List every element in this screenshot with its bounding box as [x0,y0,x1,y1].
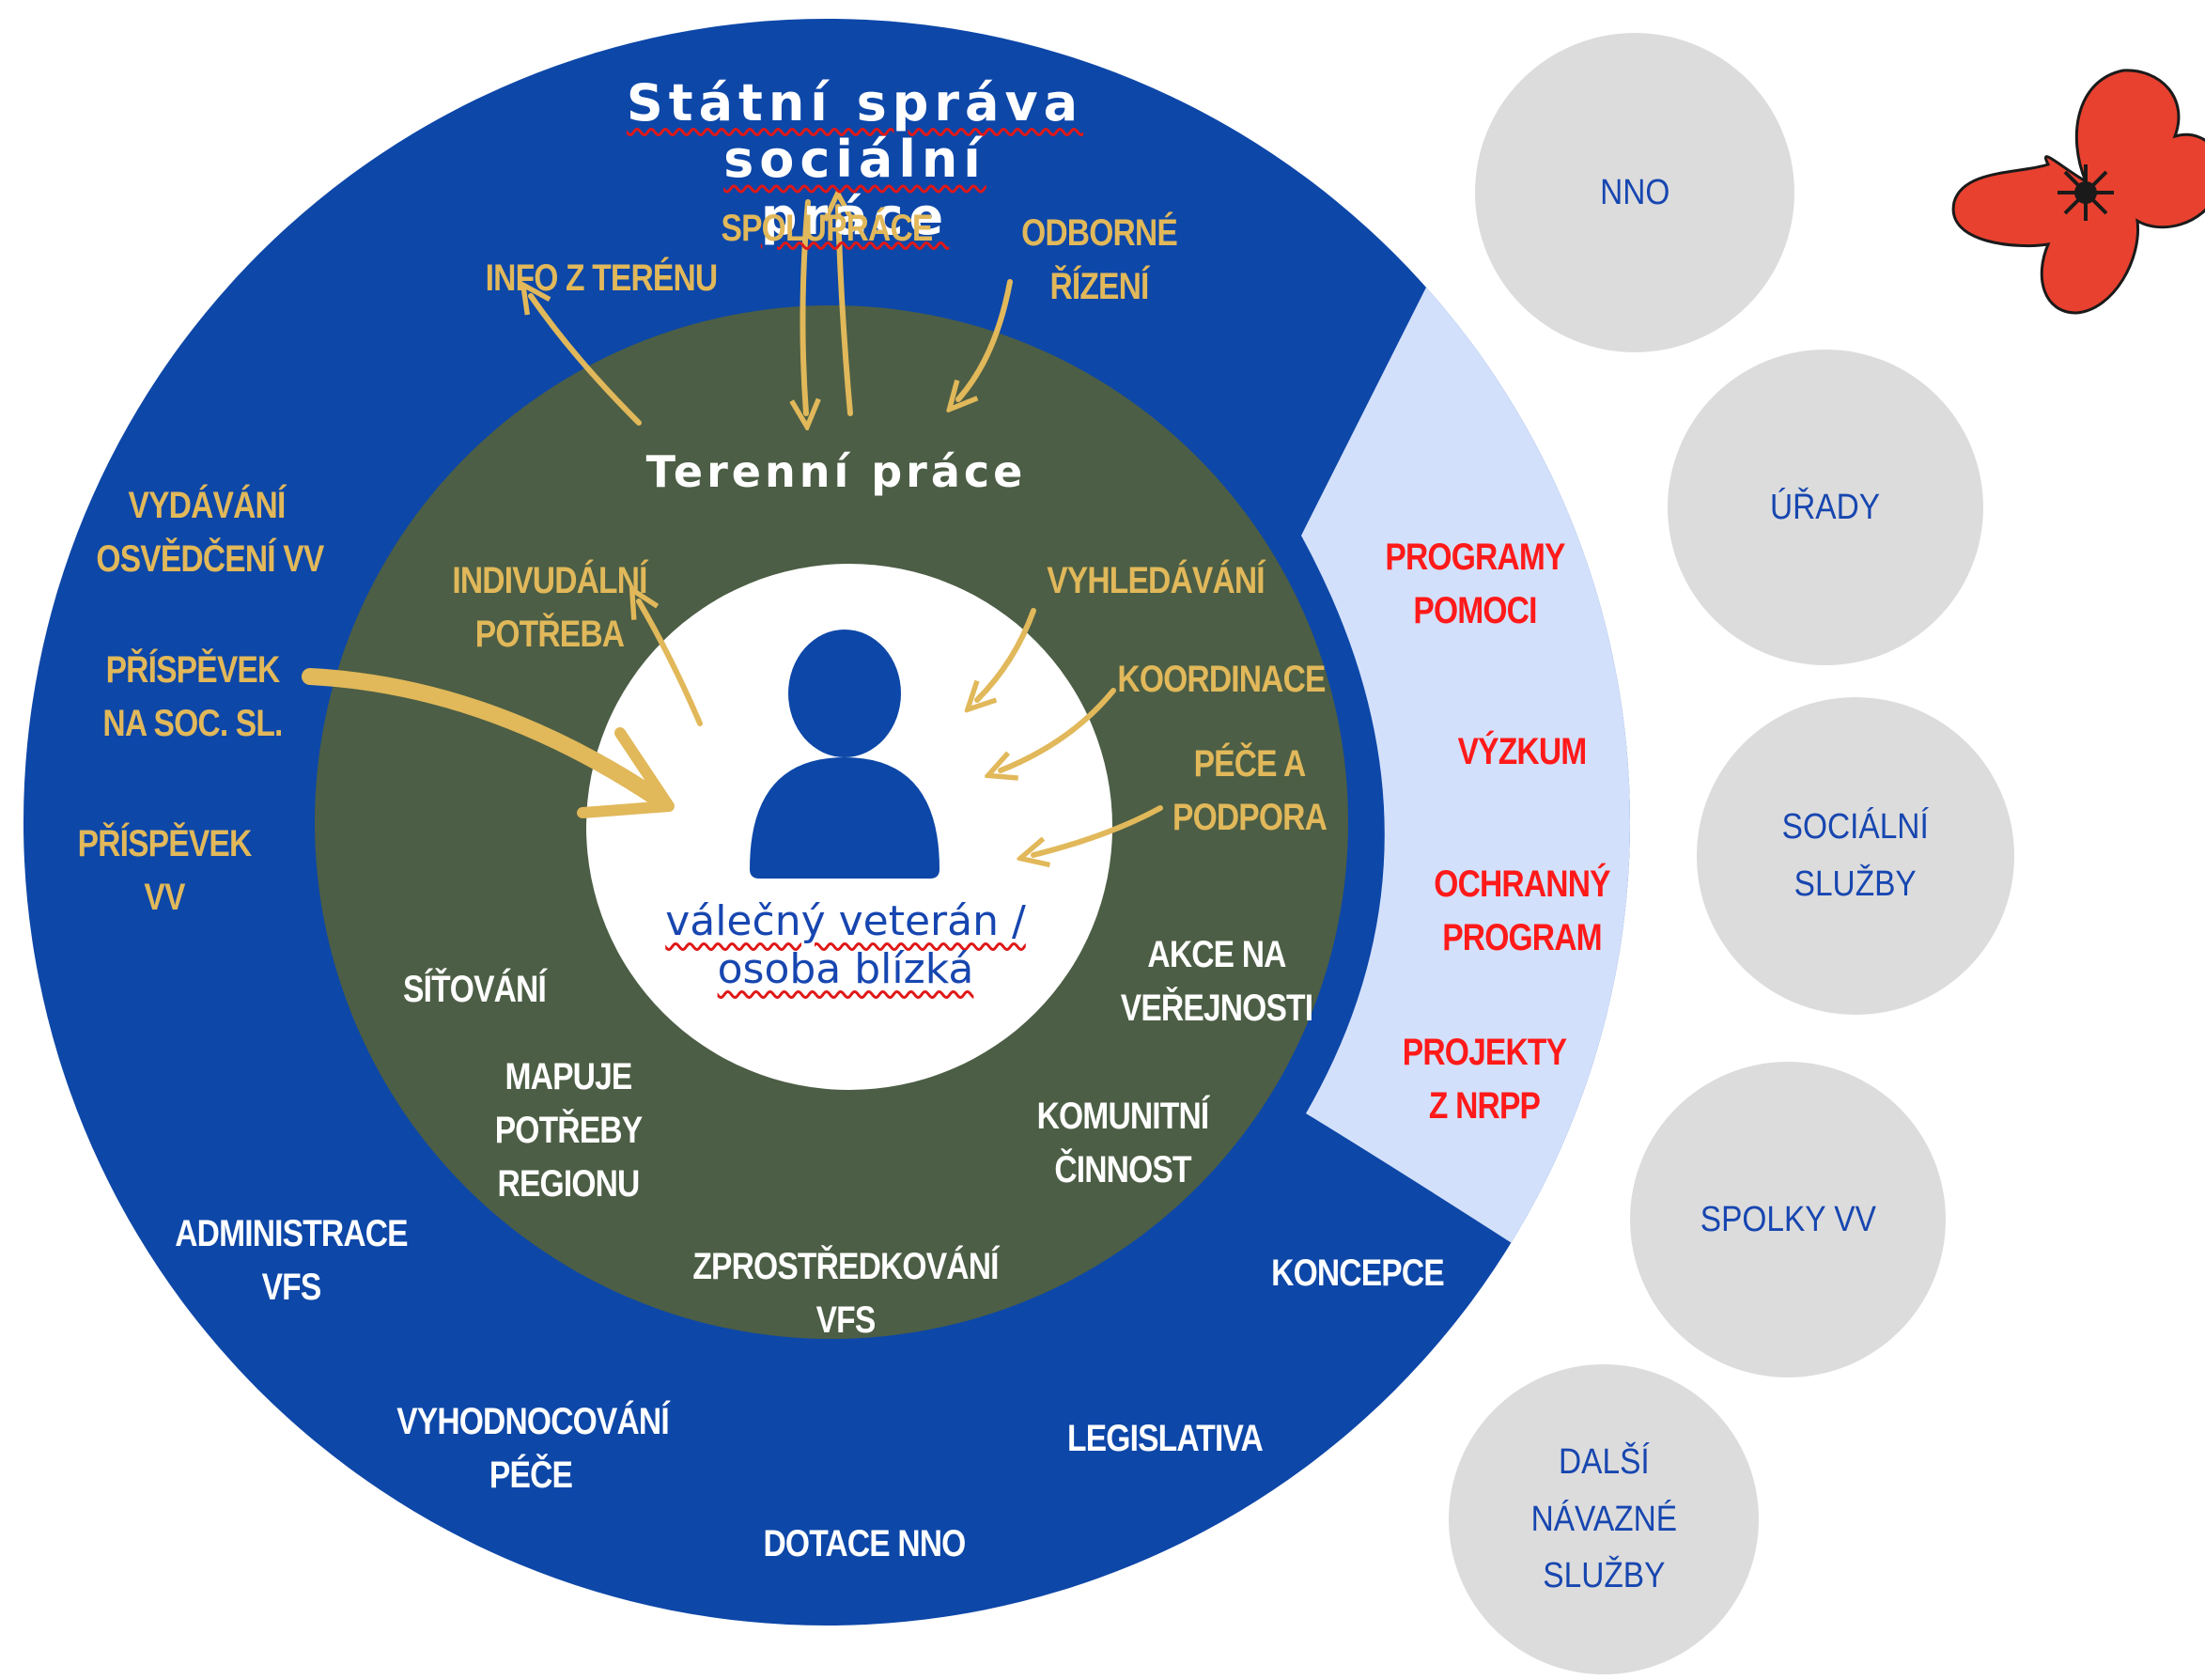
partner-socialni-label: SOCIÁLNÍ SLUŽBY [1782,799,1929,913]
akce-line-1: AKCE NA [1147,934,1286,975]
zprostredkovani-line-1: ZPROSTŘEDKOVÁNÍ [692,1246,999,1287]
koordinace-label: KOORDINACE [1117,659,1326,700]
individualni-line-1: INDIVUDÁLNÍ [452,560,647,601]
pece-a-podpora-label: PÉČE A PODPORA [1155,738,1344,845]
vydavani-line-2: OSVĚDČENÍ VV [96,537,324,580]
mapuje-line-2: POTŘEBY [494,1109,643,1151]
akce-label: AKCE NA VEŘEJNOSTI [1102,928,1331,1035]
odborne-rizeni-label: ODBORNÉ ŘÍZENÍ [988,207,1209,314]
koncepce-label: KONCEPCE [1271,1252,1445,1294]
administrace-line-1: ADMINISTRACE [175,1213,408,1254]
vyhledavani-label: VYHLEDÁVÁNÍ [1047,560,1265,601]
individualni-potreba-label: INDIVUDÁLNÍ POTŘEBA [419,554,679,661]
prispevek-vv-line-2: VV [144,876,185,918]
title: Státní správa sociální práce [573,73,1137,246]
zprostredkovani-label: ZPROSTŘEDKOVÁNÍ VFS [688,1240,1003,1347]
partner-nno-label: NNO [1599,172,1670,212]
partner-spolky-vv: SPOLKY VV [1630,1062,1946,1377]
title-line-3: práce [760,186,950,246]
prispevek-soc-line-1: PŘÍSPĚVEK [105,649,281,691]
programy-line-1: PROGRAMY [1385,537,1565,578]
zprostredkovani-line-2: VFS [815,1299,877,1341]
partner-nno: NNO [1475,33,1794,352]
partner-socialni-line-1: SOCIÁLNÍ [1781,807,1930,848]
arrow-spoluprace-down [802,199,808,413]
akce-line-2: VEŘEJNOSTI [1120,987,1313,1029]
programy-pomoci-label: PROGRAMY POMOCI [1373,531,1577,638]
mapuje-line-3: REGIONU [497,1162,641,1205]
arrow-info [531,296,642,426]
partner-dalsi-line-3: SLUŽBY [1542,1556,1666,1596]
projekty-nrpp-label: PROJEKTY Z NRPP [1390,1026,1579,1133]
vyzkum-label: VÝZKUM [1457,731,1588,772]
arrow-spoluprace-up [838,207,850,416]
center-label: válečný veterán / osoba blízká [620,897,1071,993]
mapuje-line-1: MAPUJE [505,1056,632,1097]
person-icon [750,630,939,879]
terenni-prace-title: Terenní práce [645,446,1027,497]
vydavani-label: VYDÁVÁNÍ OSVĚDČENÍ VV [96,479,324,586]
prispevek-vv-line-1: PŘÍSPĚVEK [77,823,253,864]
odborne-line-1: ODBORNÉ [1021,212,1178,254]
partner-socialni-line-2: SLUŽBY [1794,864,1918,904]
prispevek-soc-label: PŘÍSPĚVEK NA SOC. SL. [82,644,303,751]
administrace-label: ADMINISTRACE VFS [173,1207,410,1314]
komunitni-line-1: KOMUNITNÍ [1036,1096,1210,1137]
title-line-1: Státní správa [626,73,1084,132]
partner-urady-label: ÚŘADY [1770,487,1881,527]
arrow-odborne [958,279,1013,399]
ochranny-line-2: PROGRAM [1442,916,1602,958]
komunitni-label: KOMUNITNÍ ČINNOST [1024,1090,1221,1197]
individualni-line-2: POTŘEBA [474,613,625,655]
pece-line-1: PÉČE A [1193,743,1307,785]
info-z-terenu-label: INFO Z TERÉNU [485,257,719,299]
prispevek-soc-line-2: NA SOC. SL. [102,702,283,744]
center-line-1: válečný veterán / [665,897,1026,945]
poppy-flower-icon [1951,69,2205,315]
vyhodnocovani-line-2: PÉČE [489,1454,573,1496]
mapuje-label: MAPUJE POTŘEBY REGIONU [470,1050,667,1210]
arrow-pece [1033,805,1163,855]
projekty-line-1: PROJEKTY [1402,1032,1567,1073]
vyhodnocovani-line-1: VYHODNOCOVÁNÍ [396,1401,669,1442]
vyhodnocovani-label: VYHODNOCOVÁNÍ PÉČE [396,1395,669,1502]
partner-socialni-sluzby: SOCIÁLNÍ SLUŽBY [1697,697,2014,1015]
partner-urady: ÚŘADY [1668,350,1983,665]
administrace-line-2: VFS [261,1266,322,1308]
partner-dalsi-label: DALŠÍ NÁVAZNÉ SLUŽBY [1530,1434,1676,1605]
programy-line-2: POMOCI [1413,589,1537,631]
center-line-2: osoba blízká [717,945,974,994]
partner-spolky-label: SPOLKY VV [1700,1199,1876,1239]
prispevek-vv-label: PŘÍSPĚVEK VV [62,817,267,925]
ochranny-line-1: OCHRANNÝ [1434,863,1610,905]
spoluprace-label: SPOLUPRÁCE [721,208,934,249]
odborne-line-2: ŘÍZENÍ [1049,265,1149,307]
projekty-line-2: Z NRPP [1428,1084,1541,1127]
arrow-individualni [639,601,703,726]
vydavani-line-1: VYDÁVÁNÍ [128,485,287,526]
komunitni-line-2: ČINNOST [1054,1148,1191,1190]
dotace-label: DOTACE NNO [763,1523,967,1564]
partner-dalsi-line-2: NÁVAZNÉ [1530,1499,1677,1539]
arrows [531,199,1163,855]
arrow-koordinace [1001,688,1116,770]
pece-line-2: PODPORA [1172,796,1328,838]
title-line-2: sociální [723,130,986,190]
ochranny-program-label: OCHRANNÝ PROGRAM [1420,858,1624,965]
legislativa-label: LEGISLATIVA [1067,1418,1264,1459]
partner-dalsi-sluzby: DALŠÍ NÁVAZNÉ SLUŽBY [1449,1364,1759,1674]
sitovani-label: SÍŤOVÁNÍ [403,969,547,1010]
arrow-vyhledavani [977,608,1036,700]
arrow-prispevek [302,668,675,818]
partner-dalsi-line-1: DALŠÍ [1558,1441,1650,1482]
